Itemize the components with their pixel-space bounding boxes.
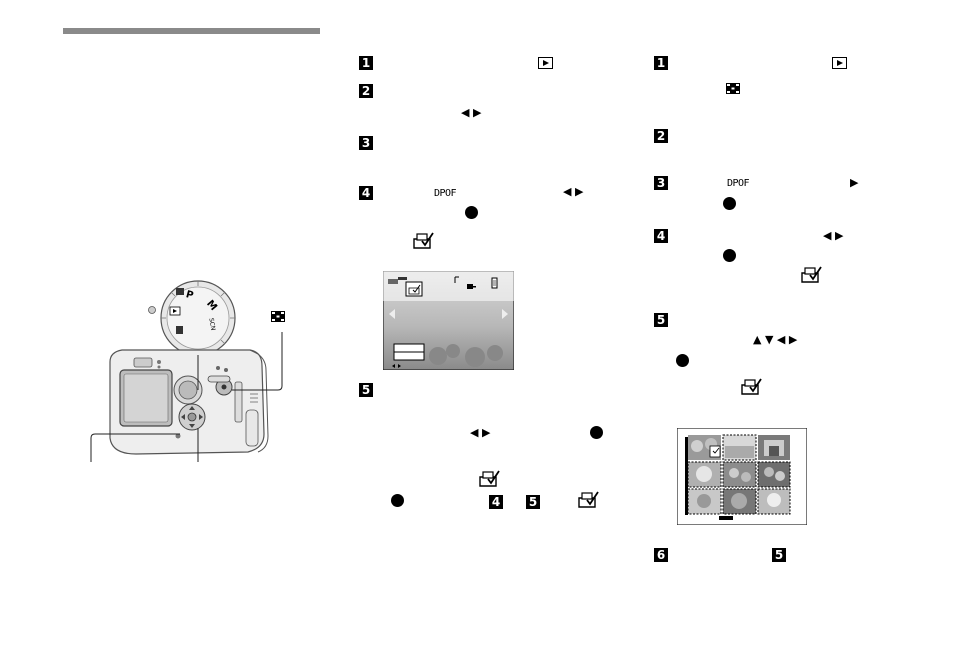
step-number: 1 bbox=[359, 56, 373, 70]
dpof-menu-label: DPOF bbox=[727, 178, 750, 189]
lcd-screen-dpof-index bbox=[677, 428, 807, 525]
arrow-left-right-icon: ◀ ▶ bbox=[823, 229, 844, 242]
arrow-left-right-icon: ◀ ▶ bbox=[563, 185, 584, 198]
step-number: 4 bbox=[654, 229, 668, 243]
control-button-icon bbox=[723, 249, 736, 262]
dpof-mark-icon bbox=[801, 266, 822, 283]
step-reference: 4 bbox=[489, 495, 503, 509]
step-number: 3 bbox=[654, 176, 668, 190]
control-button-icon bbox=[465, 206, 478, 219]
dpof-menu-label: DPOF bbox=[434, 188, 457, 199]
control-button-icon bbox=[676, 354, 689, 367]
control-button-icon bbox=[391, 494, 404, 507]
mode-dial-label-p: P bbox=[185, 289, 195, 302]
arrow-left-right-icon: ◀ ▶ bbox=[470, 426, 491, 439]
arrow-up-down-left-right-icon: ▲ ▼ ◀ ▶ bbox=[753, 333, 798, 346]
arrow-right-icon: ▶ bbox=[850, 176, 859, 189]
dpof-mark-icon bbox=[413, 232, 434, 249]
control-button-icon bbox=[590, 426, 603, 439]
camera-body bbox=[109, 349, 269, 455]
step-number: 2 bbox=[654, 129, 668, 143]
arrow-left-right-icon: ◀ ▶ bbox=[461, 106, 482, 119]
dpof-mark-icon bbox=[741, 378, 762, 395]
step-number: 1 bbox=[654, 56, 668, 70]
dpof-mark-icon bbox=[479, 470, 500, 487]
step-number: 3 bbox=[359, 136, 373, 150]
step-reference: 5 bbox=[772, 548, 786, 562]
mode-dial-label-scn: SCN bbox=[207, 318, 216, 332]
thumbnail-grid bbox=[687, 434, 791, 515]
mode-dial bbox=[148, 280, 236, 356]
camera-diagram: P M SCN bbox=[90, 280, 283, 462]
step-reference: 5 bbox=[526, 495, 540, 509]
dpof-mark-icon bbox=[578, 491, 599, 508]
step-number: 6 bbox=[654, 548, 668, 562]
index-button-icon bbox=[271, 311, 285, 322]
step-number: 5 bbox=[359, 383, 373, 397]
lcd-screen-dpof-single bbox=[383, 271, 514, 370]
control-button-icon bbox=[723, 197, 736, 210]
index-button-icon bbox=[726, 83, 740, 94]
step-number: 5 bbox=[654, 313, 668, 327]
play-button-icon bbox=[832, 57, 847, 69]
play-button-icon bbox=[538, 57, 553, 69]
section-header-bar bbox=[63, 28, 320, 34]
step-number: 2 bbox=[359, 84, 373, 98]
step-number: 4 bbox=[359, 186, 373, 200]
